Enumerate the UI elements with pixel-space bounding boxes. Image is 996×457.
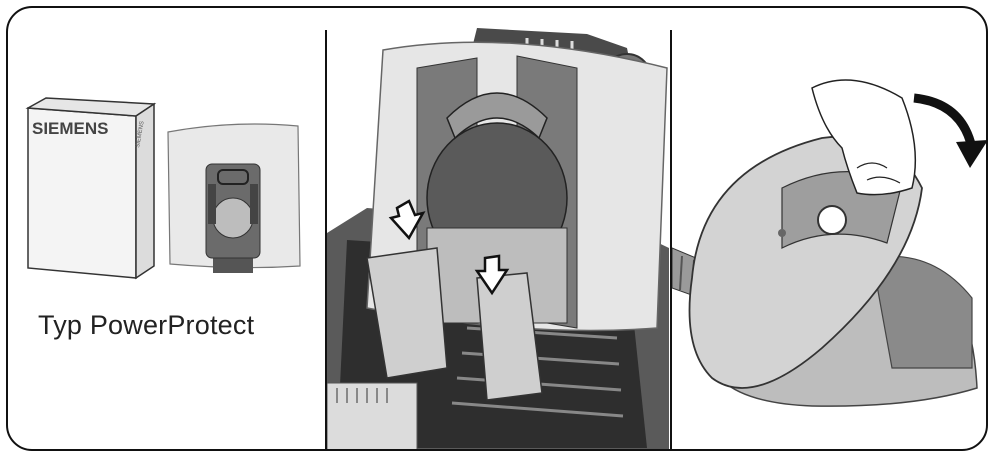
hand-illustration bbox=[811, 79, 917, 196]
instruction-frame: SIEMENS SIEMENS Typ PowerProtect bbox=[6, 6, 988, 451]
bag-holder-left bbox=[366, 247, 448, 379]
box-side-text: SIEMENS bbox=[135, 121, 146, 149]
box-brand-text: SIEMENS bbox=[32, 119, 109, 138]
insert-bag-illustration bbox=[327, 28, 669, 449]
bag-type-caption: Typ PowerProtect bbox=[38, 310, 255, 340]
bag-holder-right bbox=[476, 272, 543, 401]
panel-divider-1 bbox=[325, 30, 327, 449]
arrow-down-icon bbox=[474, 254, 510, 296]
panel-insert-bag bbox=[327, 8, 669, 449]
brush-attachment bbox=[327, 382, 418, 449]
panel-close-lid bbox=[672, 8, 986, 449]
panel-bag-type: SIEMENS SIEMENS Typ PowerProtect bbox=[8, 8, 324, 449]
dust-bag bbox=[167, 123, 301, 273]
rotate-arrow-icon bbox=[913, 93, 986, 168]
bag-box-illustration: SIEMENS SIEMENS bbox=[25, 97, 301, 280]
siemens-box: SIEMENS SIEMENS bbox=[25, 97, 157, 280]
panel-divider-2 bbox=[670, 30, 672, 449]
arrow-down-icon bbox=[388, 199, 426, 241]
lid-release-button bbox=[817, 205, 847, 235]
close-lid-illustration bbox=[672, 79, 986, 407]
